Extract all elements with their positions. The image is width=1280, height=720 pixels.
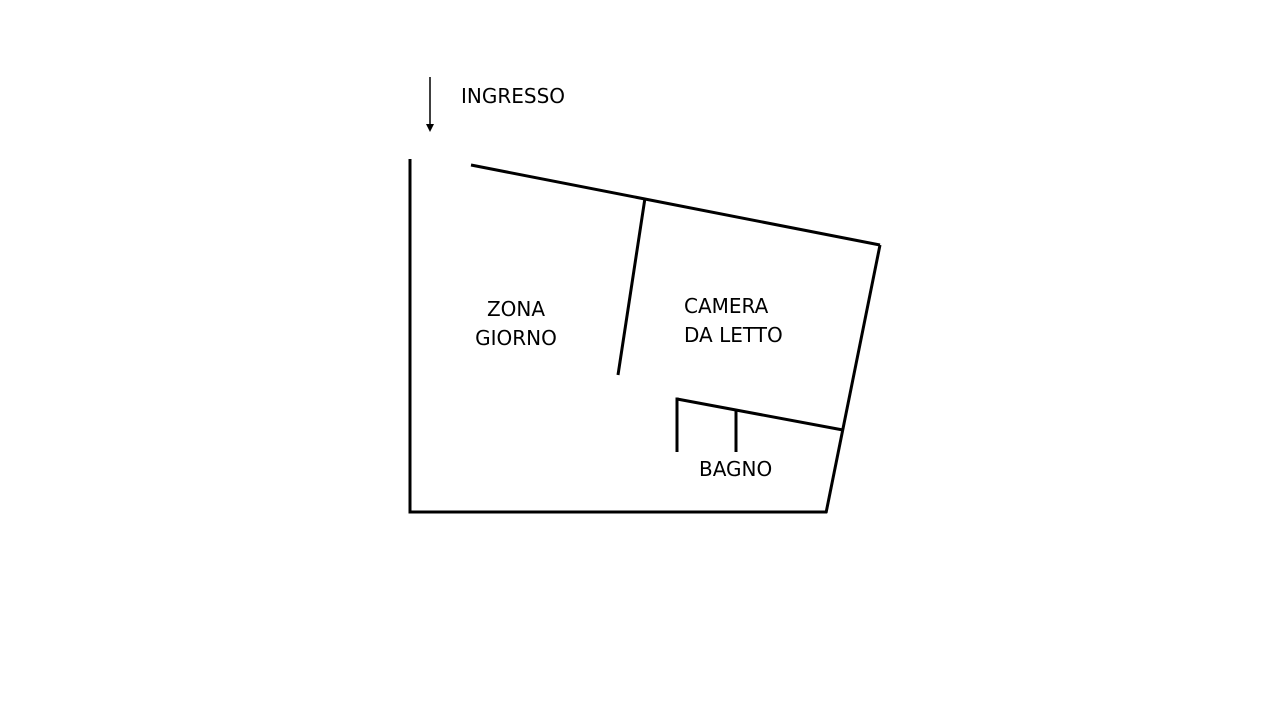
living-area-label-line1: ZONA	[487, 297, 545, 321]
bedroom-label-line1: CAMERA	[684, 294, 769, 318]
living-bedroom-partition	[616, 197, 647, 376]
right-outer-wall	[824, 244, 882, 514]
bathroom-top-wall	[676, 397, 844, 432]
bathroom-label: BAGNO	[699, 457, 772, 481]
arrow-down-icon	[426, 77, 434, 132]
entrance-label: INGRESSO	[461, 84, 565, 108]
bedroom-label-line2: DA LETTO	[684, 323, 783, 347]
top-outer-wall	[470, 163, 881, 247]
living-area-label-line2: GIORNO	[475, 326, 557, 350]
